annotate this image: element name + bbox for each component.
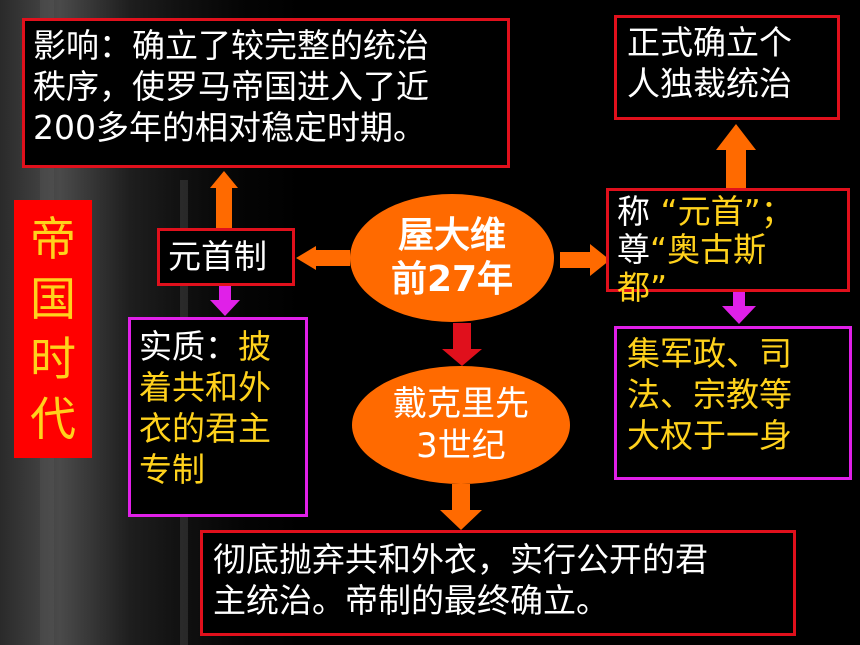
influence-box: 影响：确立了较完整的统治 秩序，使罗马帝国进入了近 200多年的相对稳定时期。	[22, 18, 510, 168]
arrow-down-powers	[722, 306, 756, 324]
arrow-down-essence	[210, 300, 240, 316]
arrow-right-titles	[590, 244, 610, 276]
autocracy-line: 人独裁统治	[627, 64, 792, 103]
arrow-down-center	[442, 349, 482, 366]
arrow-up-principate	[210, 171, 238, 188]
titles-augustus-end: 都”	[617, 268, 668, 307]
arrow-up-autocracy	[716, 124, 756, 150]
arrow-left-principate	[296, 246, 316, 270]
octavian-name: 屋大维	[397, 215, 506, 256]
arrow-down-final	[440, 510, 482, 530]
diocletian-name: 戴克里先	[393, 384, 529, 424]
arrow-up-principate-shaft	[216, 188, 232, 228]
influence-line: 200多年的相对稳定时期。	[33, 108, 426, 147]
essence-line: 衣的君主	[139, 409, 271, 448]
principate-label: 元首制	[168, 237, 267, 276]
titles-prefix: 尊	[617, 230, 650, 269]
octavian-date: 前27年	[390, 259, 514, 300]
diocletian-date: 3世纪	[416, 426, 506, 466]
final-line: 彻底抛弃共和外衣，实行公开的君	[213, 540, 708, 579]
titles-prefix: 称	[617, 192, 650, 231]
diocletian-node: 戴克里先 3世纪	[352, 366, 570, 484]
era-title-char: 代	[30, 392, 76, 446]
arrow-down-center-shaft	[453, 323, 471, 349]
essence-line: 专制	[139, 450, 205, 489]
autocracy-box: 正式确立个 人独裁统治	[614, 15, 840, 120]
essence-label: 实质：	[139, 327, 238, 366]
powers-box: 集军政、司 法、宗教等 大权于一身	[614, 326, 852, 480]
era-title-char: 国	[30, 272, 76, 326]
arrow-up-autocracy-shaft	[726, 150, 746, 188]
era-title-char: 时	[30, 332, 76, 386]
autocracy-line: 正式确立个	[627, 23, 792, 62]
titles-augustus: “奥古斯	[650, 230, 767, 269]
titles-princeps: “元首”；	[660, 192, 794, 231]
arrow-down-final-shaft	[452, 484, 470, 510]
essence-line: 着共和外	[139, 368, 271, 407]
powers-line: 法、宗教等	[627, 375, 792, 414]
powers-line: 大权于一身	[627, 416, 792, 455]
final-box: 彻底抛弃共和外衣，实行公开的君 主统治。帝制的最终确立。	[200, 530, 796, 636]
final-line: 主统治。帝制的最终确立。	[213, 581, 609, 620]
powers-line: 集军政、司	[627, 334, 792, 373]
era-title-char: 帝	[30, 212, 76, 266]
arrow-down-essence-shaft	[219, 286, 231, 300]
essence-text: 披	[238, 327, 271, 366]
arrow-right-titles-shaft	[560, 252, 590, 268]
arrow-down-powers-shaft	[733, 292, 745, 306]
influence-line: 影响：确立了较完整的统治	[33, 26, 429, 65]
principate-box: 元首制	[157, 228, 295, 286]
essence-box: 实质：披 着共和外 衣的君主 专制	[128, 317, 308, 517]
influence-line: 秩序，使罗马帝国进入了近	[33, 67, 429, 106]
octavian-node: 屋大维 前27年	[350, 194, 554, 322]
era-title: 帝 国 时 代	[14, 200, 92, 458]
arrow-left-principate-shaft	[316, 250, 350, 266]
titles-box: 称 “元首”； 尊“奥古斯 都”	[606, 188, 850, 307]
